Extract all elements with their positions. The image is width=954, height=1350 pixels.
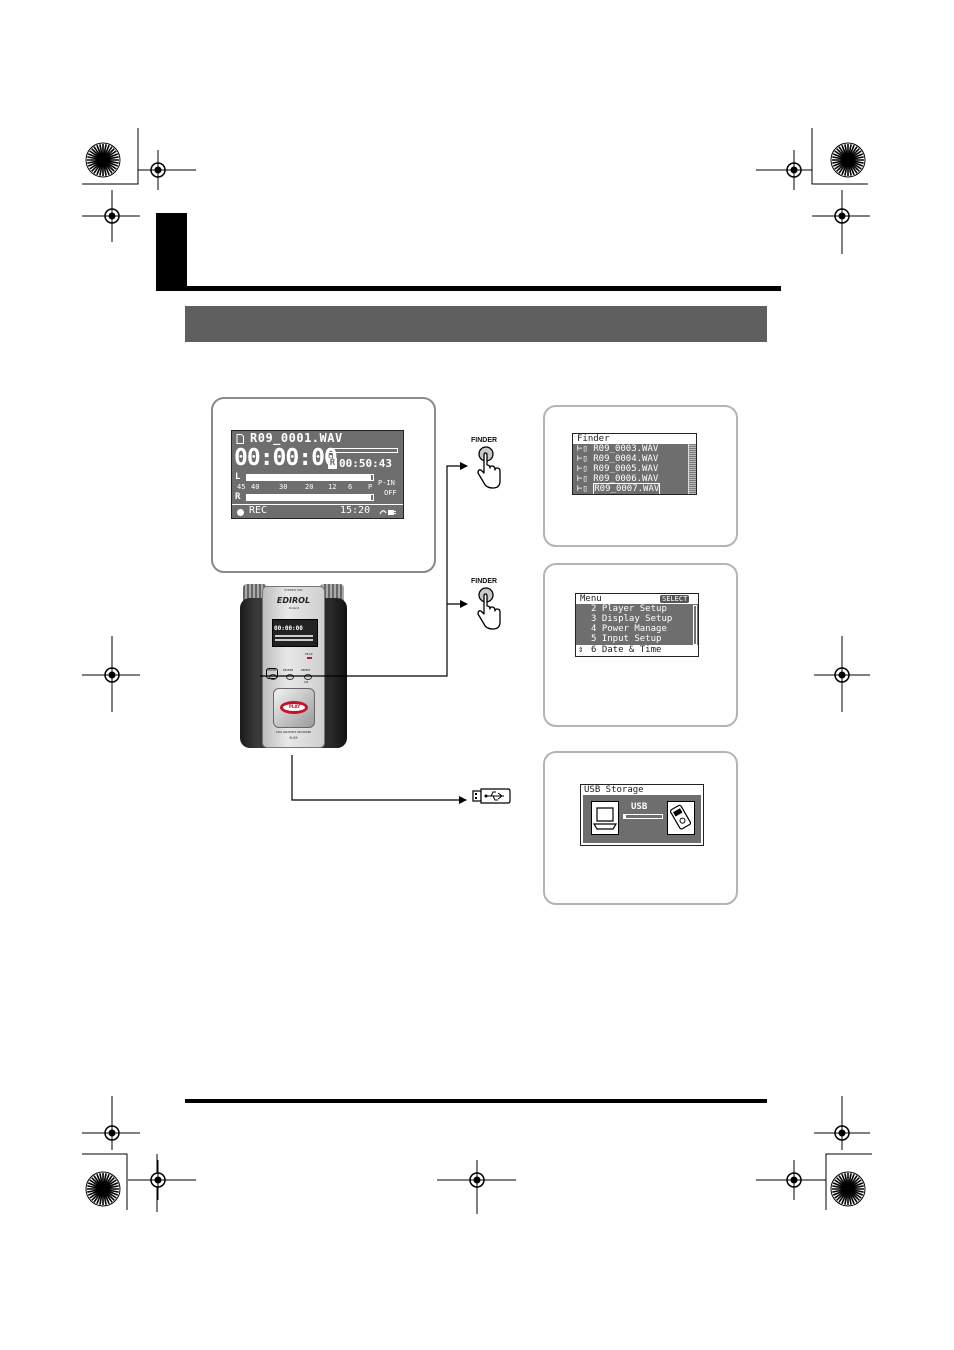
device-product-name: 24bit WAVE/MP3 RECORDER: [275, 731, 312, 734]
press-hand-icon[interactable]: [471, 586, 505, 632]
device-play-button: [280, 701, 308, 714]
menu-title: Menu: [580, 594, 602, 604]
plugin-value: OFF: [384, 489, 397, 497]
device-finder-key-label: FINDER: [267, 669, 277, 672]
status-text: REC: [249, 505, 268, 516]
left-meter: [246, 474, 371, 481]
finder-item-name: R09_0004.WAV: [593, 454, 659, 464]
device-ab-label: A-B: [304, 681, 309, 684]
remain-marker: R: [328, 458, 337, 469]
card-icon: [236, 434, 244, 444]
finder-title-bar: [573, 434, 696, 444]
usb-screen: USB Storage USB: [580, 784, 704, 846]
device-screen-meter: [275, 635, 313, 637]
header-rule: [156, 286, 781, 291]
peak-label: PEAK: [305, 652, 313, 656]
menu-item[interactable]: 5 Input Setup: [591, 634, 662, 644]
finder-title: Finder: [577, 434, 610, 444]
peak-led: [307, 657, 312, 659]
remaining-time: 00:50:43: [339, 457, 392, 470]
usb-label: USB: [631, 802, 648, 812]
power-plug-icon: [379, 510, 396, 515]
transfer-progress-fill: [624, 815, 626, 818]
right-channel-label: R: [235, 492, 241, 502]
device-finder-button: [269, 674, 277, 680]
device-top-label: STEREO MIC: [284, 588, 303, 592]
device-screen-meter-2: [275, 639, 313, 641]
finder-item-name: R09_0007.WAV: [593, 483, 661, 494]
meter-scale-30: 30: [279, 483, 288, 491]
left-channel-label: L: [235, 472, 241, 482]
meter-scale-20: 20: [305, 483, 314, 491]
device-faceplate: STEREO MIC EDIROL Roland 00:00:00 PEAK F…: [262, 586, 325, 748]
recorder-device: STEREO MIC EDIROL Roland 00:00:00 PEAK F…: [240, 584, 347, 752]
finder-scrollbar: [688, 444, 696, 494]
position-bar: [328, 448, 398, 453]
meter-scale-6: 6: [348, 483, 353, 491]
device-repeat-button: [304, 674, 312, 680]
device-reverb-label: REVERB: [283, 669, 294, 672]
menu-item-selected-bg: [576, 645, 698, 656]
device-model: R-09: [289, 736, 298, 740]
right-peak-box: [368, 494, 374, 501]
status-divider: [232, 504, 403, 505]
display-counter: 00:00:00: [234, 445, 338, 471]
clock: 15:20: [340, 505, 371, 516]
select-badge: SELECT: [660, 595, 690, 603]
footer-rule: [185, 1099, 767, 1103]
device-play-label: PLAY: [289, 704, 301, 709]
finder-label-top: FINDER: [471, 437, 498, 444]
finder-item[interactable]: ⊢▯ R09_0005.WAV: [577, 464, 659, 474]
finder-screen: Finder ⊢▯ R09_0003.WAV ⊢▯ R09_0004.WAV ⊢…: [572, 433, 697, 495]
finder-item[interactable]: ⊢▯ R09_0003.WAV: [577, 444, 659, 454]
press-hand-icon[interactable]: [471, 445, 505, 491]
meter-scale-45: 45: [237, 483, 246, 491]
device-screen-counter: 00:00:00: [274, 625, 303, 632]
display-filename: R09_0001.WAV: [250, 431, 343, 445]
finder-item[interactable]: ⊢▯ R09_0004.WAV: [577, 454, 659, 464]
finder-item[interactable]: ⊢▯ R09_0006.WAV: [577, 474, 659, 484]
menu-title-bar: [576, 594, 698, 604]
device-brand: EDIROL: [276, 596, 311, 605]
menu-item[interactable]: 2 Player Setup: [591, 604, 667, 614]
finder-label-middle: FINDER: [471, 578, 498, 585]
finder-item-name: R09_0005.WAV: [593, 464, 659, 474]
device-repeat-label: REPEAT: [301, 669, 311, 672]
finder-item-name: R09_0006.WAV: [593, 474, 659, 484]
plugin-label: P-IN: [378, 479, 395, 487]
meter-scale-40: 40: [251, 483, 260, 491]
usb-title: USB Storage: [584, 785, 644, 795]
scroll-arrows-icon: ⇕: [578, 645, 584, 655]
finder-item-selected[interactable]: ⊢▯ R09_0007.WAV: [577, 483, 661, 494]
menu-item[interactable]: 4 Power Manage: [591, 624, 667, 634]
menu-screen: Menu SELECT 2 Player Setup 3 Display Set…: [575, 593, 699, 657]
right-meter: [246, 494, 371, 501]
meter-scale: 45 40 30 20 12 6 P: [237, 483, 377, 492]
device-maker: Roland: [289, 606, 300, 610]
computer-icon: [591, 801, 619, 835]
left-peak-box: [368, 474, 374, 481]
recorder-icon: [667, 801, 695, 835]
device-reverb-button: [286, 674, 294, 680]
menu-scrollbar: [693, 605, 697, 645]
finder-item-name: R09_0003.WAV: [593, 444, 659, 454]
menu-item-selected[interactable]: 6 Date & Time: [591, 645, 662, 655]
transfer-progress: [623, 814, 663, 819]
usb-plug-icon: [472, 788, 511, 804]
rec-dot-icon: [237, 509, 244, 516]
meter-scale-p: P: [368, 483, 373, 491]
main-display: R09_0001.WAV 00:00:00 R 00:50:43 L 45 40…: [231, 430, 404, 519]
chapter-tab: [156, 213, 187, 290]
device-screen: 00:00:00: [272, 619, 318, 647]
section-band: [185, 306, 767, 342]
meter-scale-12: 12: [328, 483, 337, 491]
menu-item[interactable]: 3 Display Setup: [591, 614, 673, 624]
